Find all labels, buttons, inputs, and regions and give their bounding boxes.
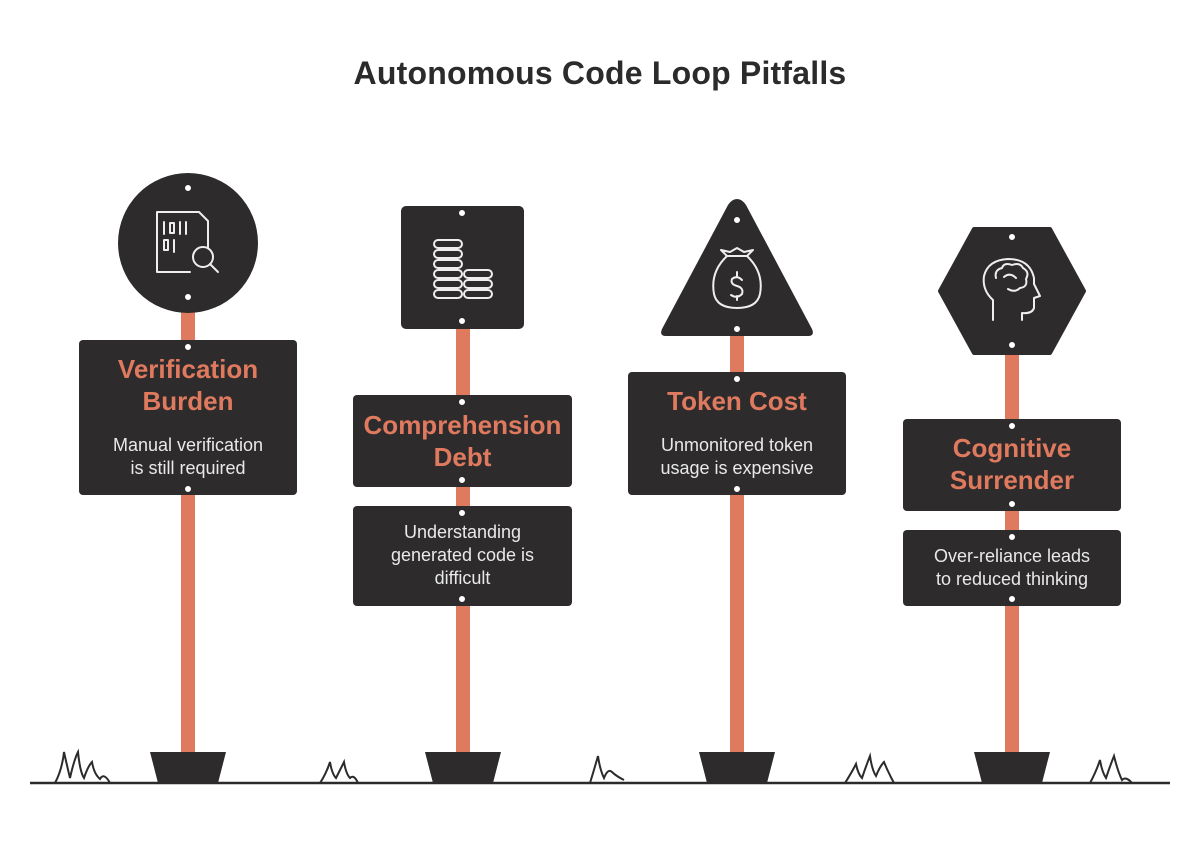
- description-line: generated code is: [390, 545, 535, 565]
- icon-sign-triangle: [661, 199, 813, 336]
- rivet: [733, 216, 741, 224]
- rivet: [458, 209, 466, 217]
- sign-heading-comprehension: Comprehension Debt: [353, 409, 572, 473]
- post-base: [974, 752, 1050, 783]
- description-line: Understanding: [403, 522, 522, 542]
- heading-board: [903, 419, 1121, 511]
- grass-tuft: [54, 748, 111, 784]
- rivet: [184, 485, 192, 493]
- post-base: [150, 752, 226, 783]
- money-bag-icon: [712, 247, 762, 309]
- rivet: [733, 375, 741, 383]
- rivet: [458, 398, 466, 406]
- sign-heading-cognitive: Cognitive Surrender: [903, 432, 1121, 496]
- rivet: [458, 595, 466, 603]
- description-line: Unmonitored token: [660, 435, 814, 455]
- description-line: Manual verification: [112, 435, 264, 455]
- heading-line: Cognitive: [952, 433, 1072, 463]
- grass-tuft: [844, 752, 895, 784]
- rivet: [1008, 341, 1016, 349]
- heading-line: Verification: [117, 354, 259, 384]
- rivet: [458, 509, 466, 517]
- grass-tuft: [319, 758, 359, 784]
- heading-board: [628, 372, 846, 495]
- sign-heading-token-cost: Token Cost: [628, 385, 846, 417]
- page-title: Autonomous Code Loop Pitfalls: [353, 55, 847, 91]
- description-board: [903, 530, 1121, 606]
- rivet: [733, 485, 741, 493]
- post-base: [425, 752, 501, 783]
- signpost-token-cost: [628, 199, 846, 783]
- icon-sign-circle: [118, 173, 258, 313]
- description-line: to reduced thinking: [935, 569, 1089, 589]
- rivet: [1008, 500, 1016, 508]
- sign-description-cognitive: Over-reliance leads to reduced thinking: [903, 545, 1121, 591]
- icon-sign-square: [401, 206, 524, 329]
- description-line: difficult: [434, 568, 491, 588]
- grass-tuft: [589, 755, 625, 784]
- rivet: [458, 476, 466, 484]
- sign-description-token-cost: Unmonitored token usage is expensive: [628, 434, 846, 480]
- rivet: [1008, 422, 1016, 430]
- brain-head-icon: [982, 258, 1041, 321]
- rivet: [184, 293, 192, 301]
- rivet: [1008, 595, 1016, 603]
- grass-tuft: [1089, 752, 1133, 784]
- rivet: [184, 184, 192, 192]
- rivet: [458, 317, 466, 325]
- ground: [30, 748, 1170, 785]
- heading-line: Comprehension: [363, 410, 562, 440]
- rivet: [733, 325, 741, 333]
- coin-stacks-icon: [433, 239, 493, 299]
- sign-heading-verification: Verification Burden: [79, 353, 297, 417]
- description-line: usage is expensive: [660, 458, 814, 478]
- heading-line: Token Cost: [667, 386, 807, 416]
- heading-board: [79, 340, 297, 495]
- rivet: [1008, 233, 1016, 241]
- description-line: is still required: [130, 458, 246, 478]
- rivet: [184, 343, 192, 351]
- signpost-verification: [79, 173, 297, 783]
- sign-description-verification: Manual verification is still required: [79, 434, 297, 480]
- sign-description-comprehension: Understanding generated code is difficul…: [353, 521, 572, 590]
- heading-board: [353, 395, 572, 487]
- heading-line: Burden: [142, 386, 234, 416]
- rivet: [1008, 533, 1016, 541]
- heading-line: Surrender: [949, 465, 1075, 495]
- description-board: [353, 506, 572, 606]
- description-line: Over-reliance leads: [933, 546, 1091, 566]
- heading-line: Debt: [433, 442, 492, 472]
- signpost-comprehension: [353, 206, 572, 783]
- binary-file-search-icon: [156, 211, 219, 273]
- signpost-cognitive: [903, 227, 1121, 783]
- post-base: [699, 752, 775, 783]
